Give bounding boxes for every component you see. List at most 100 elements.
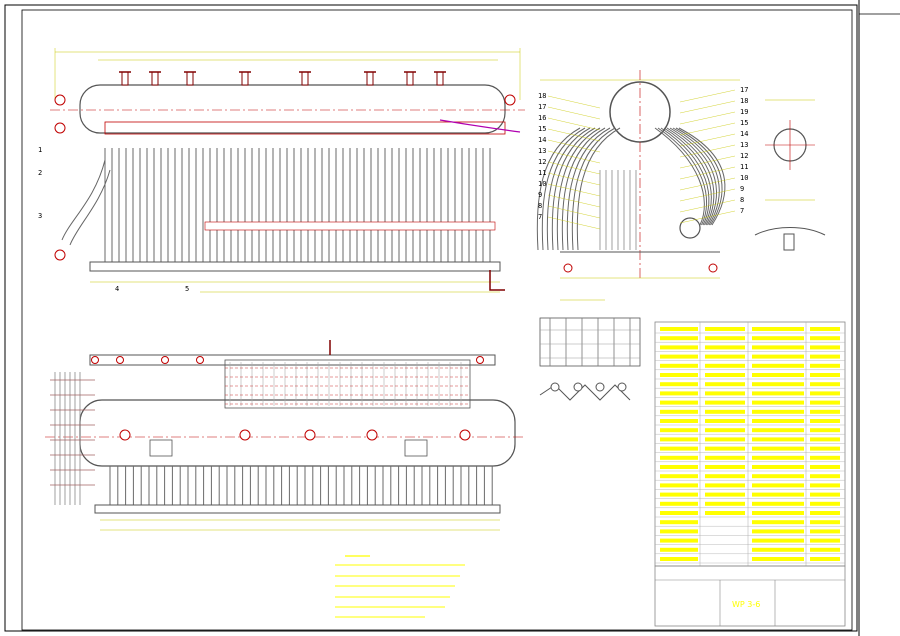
part-number-label: 8 [740, 196, 744, 204]
side-tube-left [576, 127, 621, 251]
plan-nozzles [91, 340, 484, 441]
plan-drum-nozzle [239, 429, 251, 441]
feed-pipe-a [61, 159, 106, 241]
parts-cell-name [705, 465, 745, 469]
callout-4: 4 [115, 285, 119, 293]
parts-cell-no [660, 409, 698, 414]
plan-header-nozzle [196, 356, 204, 364]
parts-cell-spec [752, 363, 804, 368]
leader-line [547, 161, 601, 175]
plan-header-nozzle [116, 356, 124, 364]
fin-grid-frame [539, 317, 641, 367]
plan-manhole-left [149, 439, 173, 457]
parts-cell-no [660, 492, 698, 497]
leader-line [547, 117, 601, 131]
side-lower-drum [679, 217, 701, 239]
plan-drum-nozzle [459, 429, 471, 441]
parts-cell-name [705, 400, 745, 405]
plan-header-nozzle [476, 356, 484, 364]
valve-right [504, 94, 516, 106]
leader-line [679, 210, 736, 224]
leader-curve [439, 119, 521, 133]
part-number-label: 18 [538, 92, 546, 100]
parts-cell-no [660, 354, 698, 359]
parts-cell-no [660, 391, 698, 396]
part-number-label: 17 [538, 103, 546, 111]
parts-cell-qty [810, 354, 840, 359]
parts-cell-qty [810, 483, 840, 488]
drum-nozzle [241, 71, 249, 86]
parts-cell-no [660, 465, 698, 469]
plan-lower-tubes [109, 466, 493, 505]
leader-line [547, 139, 601, 153]
parts-cell-name [705, 511, 745, 515]
side-tube-right [663, 127, 712, 226]
drum-nozzle [186, 71, 194, 86]
fin-tube-circles [550, 382, 627, 392]
part-number-label: 19 [740, 108, 748, 116]
parts-cell-name [705, 419, 745, 423]
leader-line [547, 95, 601, 109]
fin-tube [573, 382, 583, 392]
side-tube-right [654, 127, 705, 226]
parts-cell-name [705, 437, 745, 442]
drum-nozzle [151, 71, 159, 86]
leader-line [679, 122, 736, 136]
parts-cell-no [660, 538, 698, 543]
baffle-plate [204, 221, 496, 231]
parts-cell-name [705, 345, 745, 350]
leader-line [679, 155, 736, 169]
parts-cell-no [660, 474, 698, 479]
parts-cell-no [660, 345, 698, 350]
fin-detail-view [539, 299, 641, 401]
parts-cell-qty [810, 336, 840, 341]
parts-cell-name [705, 492, 745, 497]
leader-line [679, 133, 736, 147]
parts-cell-spec [752, 529, 804, 534]
plan-left-pipework [50, 372, 95, 505]
leader-line [679, 89, 736, 103]
leader-line [679, 100, 736, 114]
parts-cell-spec [752, 327, 804, 331]
part-number-label: 12 [538, 158, 546, 166]
parts-cell-spec [752, 492, 804, 497]
leader-line [679, 188, 736, 202]
parts-cell-spec [752, 428, 804, 433]
parts-cell-qty [810, 446, 840, 451]
parts-cell-spec [752, 400, 804, 405]
valve-left-mid [54, 122, 66, 134]
side-tube-left [571, 127, 616, 251]
plan-lower-header [94, 504, 501, 514]
parts-cell-qty [810, 492, 840, 497]
side-valve-right [708, 263, 718, 273]
plan-header-nozzle [91, 356, 99, 364]
parts-cell-spec [752, 511, 804, 515]
parts-cell-qty [810, 547, 840, 552]
parts-cell-qty [810, 400, 840, 405]
parts-cell-qty [810, 474, 840, 479]
part-number-label: 18 [740, 97, 748, 105]
fin-tube [595, 382, 605, 392]
part-number-label: 14 [538, 136, 546, 144]
parts-cell-no [660, 501, 698, 506]
leader-line [679, 166, 736, 180]
part-number-label: 8 [538, 202, 542, 210]
part-number-label: 7 [538, 213, 542, 221]
parts-cell-name [705, 336, 745, 341]
parts-cell-qty [810, 538, 840, 543]
drum-nozzles [119, 71, 446, 86]
plan-header-nozzle [161, 356, 169, 364]
parts-cell-no [660, 520, 698, 525]
leader-line [679, 144, 736, 158]
sheet-inner-frame [21, 9, 853, 631]
sheet-outer-frame [4, 4, 858, 632]
part-number-label: 17 [740, 86, 748, 94]
part-number-label: 9 [740, 185, 744, 193]
valve-left-top [54, 94, 66, 106]
title-block-frame [654, 565, 846, 627]
plan-view [45, 340, 525, 531]
feed-pipe-b [69, 169, 111, 246]
parts-cell-qty [810, 409, 840, 414]
parts-cell-spec [752, 557, 804, 561]
